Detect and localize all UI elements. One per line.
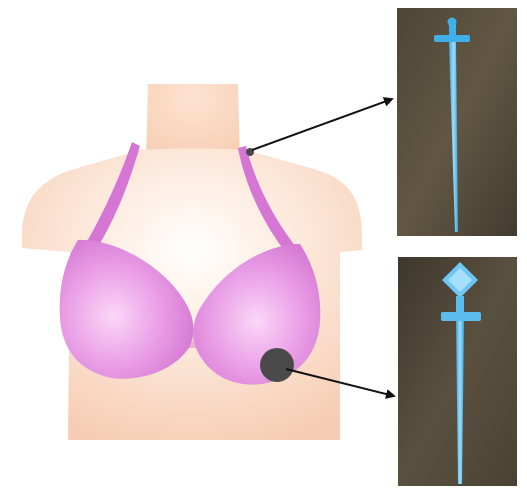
top-photo <box>397 8 517 236</box>
arrow-to-top-photo <box>252 99 392 150</box>
cup-marker <box>260 348 294 382</box>
bottom-photo <box>398 257 517 486</box>
